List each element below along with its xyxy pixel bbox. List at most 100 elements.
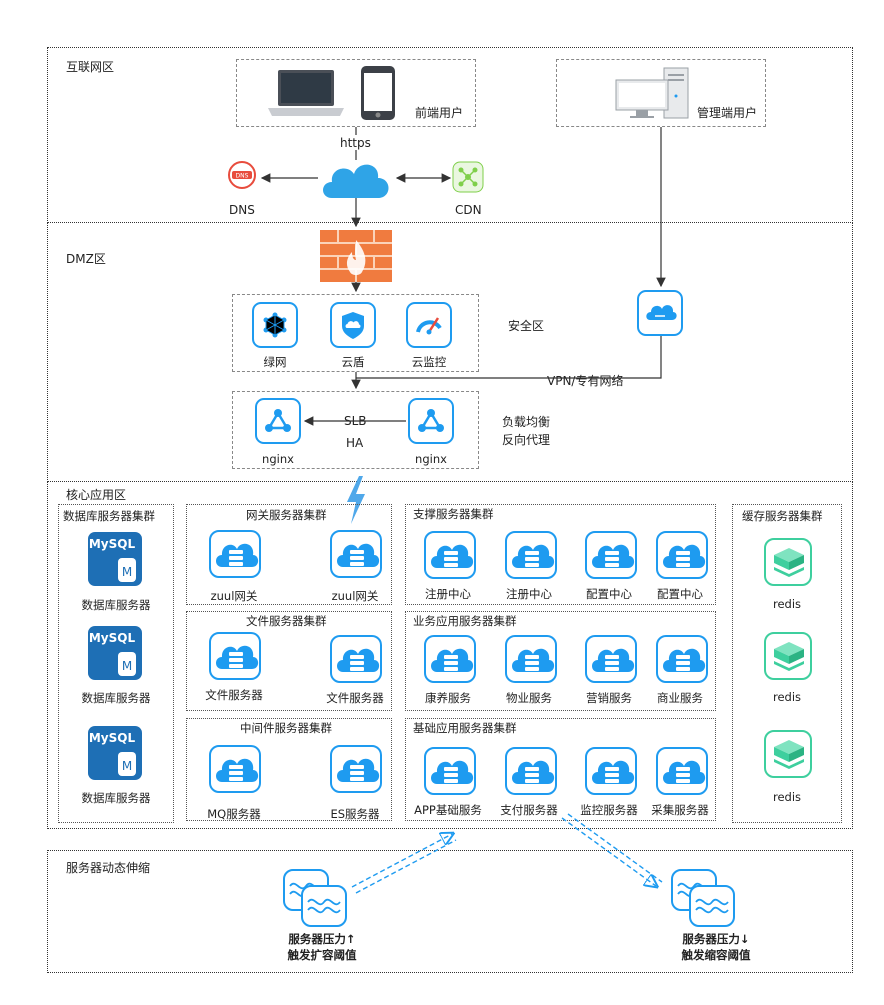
- business-service-label: 康养服务: [425, 691, 471, 705]
- svg-text:M: M: [122, 659, 132, 673]
- core-zone: [47, 481, 853, 829]
- cloud-server-icon: [209, 530, 261, 578]
- internet-zone-label: 互联网区: [66, 60, 115, 74]
- redis-label: redis: [772, 790, 802, 804]
- vpn-cloud-icon: [637, 290, 683, 336]
- file-server-label: 文件服务器: [326, 691, 384, 705]
- cloud-server-icon: [585, 747, 637, 795]
- db-server-label: 数据库服务器: [81, 691, 151, 705]
- base-cluster-box: [405, 718, 716, 821]
- https-label: https: [340, 136, 371, 150]
- business-service-label: 营销服务: [586, 691, 632, 705]
- mysql-icon: MySQL M: [88, 626, 144, 682]
- base-service-label: 监控服务器: [580, 803, 638, 817]
- svg-text:DNS: DNS: [236, 173, 249, 180]
- base-cluster-title: 基础应用服务器集群: [413, 721, 517, 735]
- gateway-label: zuul网关: [210, 589, 258, 603]
- gateway-label: zuul网关: [331, 589, 379, 603]
- scale-down-wave-icon: [671, 869, 735, 927]
- base-service-label: 支付服务器: [500, 803, 558, 817]
- nginx-right-label: nginx: [415, 452, 447, 466]
- cloud-monitor-label: 云监控: [411, 355, 447, 369]
- mysql-icon: MySQL M: [88, 726, 144, 782]
- core-zone-label: 核心应用区: [66, 488, 127, 502]
- cache-cluster-box: [732, 504, 842, 823]
- file-server-label: 文件服务器: [205, 688, 263, 702]
- svg-text:MySQL: MySQL: [89, 631, 136, 645]
- frontend-users-label: 前端用户: [415, 106, 464, 120]
- scale-up-threshold-label: 触发扩容阈值: [287, 948, 357, 962]
- cloud-server-icon: [505, 531, 557, 579]
- es-server-label: ES服务器: [330, 807, 380, 821]
- load-balance-label: 负载均衡: [502, 415, 551, 429]
- security-group-box: [232, 294, 479, 372]
- laptop-icon: [268, 70, 344, 116]
- internet-cloud-icon: [323, 164, 389, 198]
- load-balancer-box: [232, 391, 479, 469]
- dmz-zone-label: DMZ区: [66, 252, 106, 266]
- nginx-left-label: nginx: [262, 452, 294, 466]
- file-cluster-title: 文件服务器集群: [246, 614, 327, 628]
- admin-users-box: [556, 59, 766, 127]
- cloud-server-icon: [424, 635, 476, 683]
- redis-label: redis: [772, 690, 802, 704]
- security-zone-label: 安全区: [508, 319, 545, 333]
- gateway-cluster-title: 网关服务器集群: [246, 508, 327, 522]
- cloud-shield-label: 云盾: [341, 355, 365, 369]
- vpn-label: VPN/专有网络: [545, 372, 626, 389]
- business-service-label: 商业服务: [657, 691, 703, 705]
- cdn-label: CDN: [455, 203, 482, 217]
- svg-text:M: M: [122, 565, 132, 579]
- scale-down-threshold-label: 触发缩容阈值: [681, 948, 751, 962]
- cloud-server-icon: [656, 531, 708, 579]
- cloud-monitor-icon: [406, 302, 452, 348]
- nginx-left-icon: [255, 398, 301, 444]
- admin-users-label: 管理端用户: [697, 106, 758, 120]
- db-server-label: 数据库服务器: [81, 598, 151, 612]
- frontend-users-box: [236, 59, 476, 127]
- registry-label: 注册中心: [425, 587, 471, 601]
- config-center-label: 配置中心: [657, 587, 703, 601]
- dns-icon: DNS: [227, 160, 257, 190]
- cloud-server-icon: [656, 747, 708, 795]
- cloud-server-icon: [424, 531, 476, 579]
- db-cluster-box: [58, 504, 174, 823]
- svg-text:M: M: [122, 759, 132, 773]
- business-service-label: 物业服务: [506, 691, 552, 705]
- svg-text:MySQL: MySQL: [89, 537, 136, 551]
- cloud-server-icon: [330, 635, 382, 683]
- redis-icon: [764, 632, 812, 680]
- desktop-computer-icon: [615, 67, 689, 119]
- base-service-label: 采集服务器: [651, 803, 709, 817]
- slb-label: SLB: [342, 414, 369, 428]
- redis-icon: [764, 730, 812, 778]
- db-server-label: 数据库服务器: [81, 791, 151, 805]
- cloud-server-icon: [505, 747, 557, 795]
- cloud-server-icon: [209, 745, 261, 793]
- cloud-server-icon: [585, 635, 637, 683]
- cache-cluster-title: 缓存服务器集群: [742, 509, 823, 523]
- cloud-server-icon: [424, 747, 476, 795]
- cloud-server-icon: [330, 530, 382, 578]
- scale-up-pressure-label: 服务器压力↑: [288, 932, 356, 946]
- ha-label: HA: [346, 436, 364, 450]
- config-center-label: 配置中心: [586, 587, 632, 601]
- green-net-icon: [252, 302, 298, 348]
- cloud-server-icon: [656, 635, 708, 683]
- scaling-zone-label: 服务器动态伸缩: [66, 861, 151, 875]
- middleware-cluster-box: [186, 718, 392, 821]
- registry-label: 注册中心: [506, 587, 552, 601]
- dns-label: DNS: [229, 203, 255, 217]
- reverse-proxy-label: 反向代理: [502, 433, 551, 447]
- green-net-label: 绿网: [263, 355, 287, 369]
- support-cluster-title: 支撑服务器集群: [413, 507, 494, 521]
- db-cluster-title: 数据库服务器集群: [63, 509, 155, 523]
- svg-text:MySQL: MySQL: [89, 731, 136, 745]
- cloud-server-icon: [209, 632, 261, 680]
- redis-label: redis: [772, 597, 802, 611]
- mysql-icon: MySQL M: [88, 532, 144, 588]
- business-cluster-box: [405, 611, 716, 711]
- scale-up-wave-icon: [283, 869, 347, 927]
- cloud-server-icon: [330, 745, 382, 793]
- phone-icon: [361, 66, 395, 120]
